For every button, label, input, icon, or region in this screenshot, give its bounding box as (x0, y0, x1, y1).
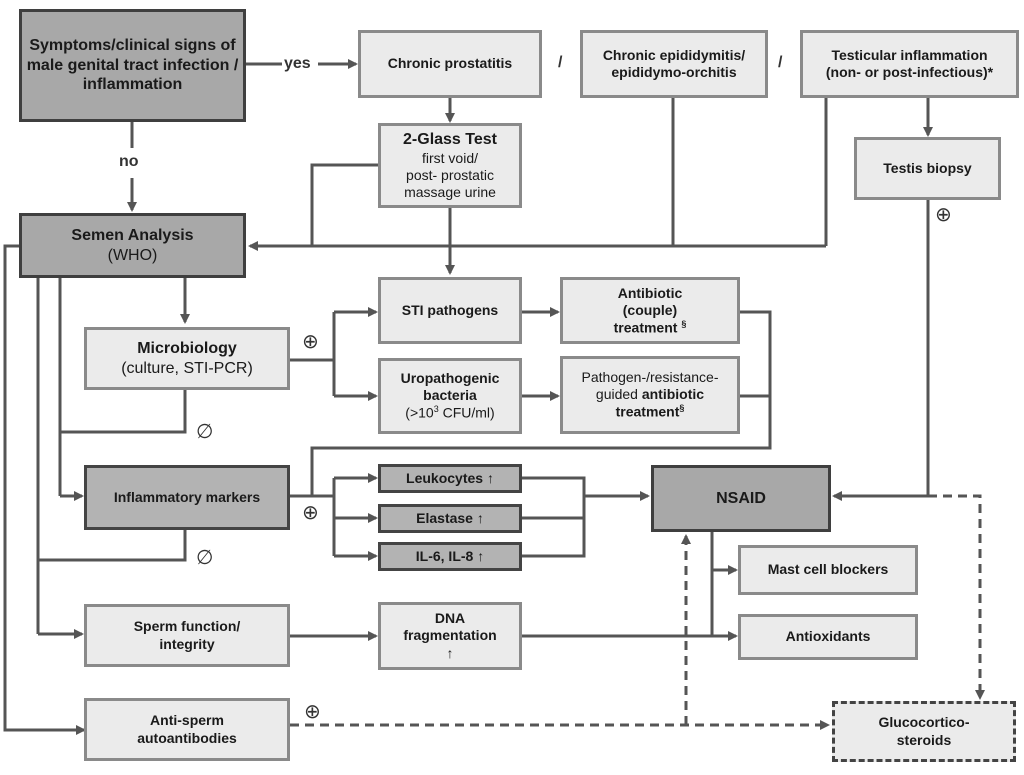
antioxidants-label: Antioxidants (785, 628, 871, 645)
pathogen-guided-pre: guided (595, 386, 642, 403)
chronic-prostatitis-box: Chronic prostatitis (358, 30, 542, 98)
plus-inflammatory: ⊕ (302, 502, 319, 524)
testicular-inflammation-line1: Testicular inflammation (831, 46, 988, 63)
microbiology-title: Microbiology (137, 339, 237, 357)
slash-1: / (558, 54, 563, 71)
anti-sperm-box: Anti-sperm autoantibodies (84, 698, 290, 761)
two-glass-test-box: 2-Glass Test first void/ post- prostatic… (378, 123, 522, 208)
glucocorticosteroids-line2: steroids (896, 731, 952, 748)
pathogen-guided-line1: Pathogen-/resistance- (581, 369, 719, 386)
sperm-function-box: Sperm function/ integrity (84, 604, 290, 667)
anti-sperm-line2: autoantibodies (137, 729, 237, 746)
no-label: no (119, 153, 139, 170)
microbiology-box: Microbiology (culture, STI-PCR) (84, 327, 290, 390)
chronic-epididymitis-box: Chronic epididymitis/ epididymo-orchitis (580, 30, 768, 98)
inflammatory-markers-box: Inflammatory markers (84, 465, 290, 530)
nsaid-box: NSAID (651, 465, 831, 532)
two-glass-line3: massage urine (404, 183, 496, 200)
il6-il8-label: IL-6, IL-8 ↑ (415, 547, 485, 564)
testis-biopsy-box: Testis biopsy (854, 137, 1001, 200)
semen-analysis-box: Semen Analysis (WHO) (19, 213, 246, 278)
sperm-function-line1: Sperm function/ (133, 618, 241, 635)
connector-line (60, 390, 187, 434)
two-glass-line1: first void/ (421, 149, 478, 166)
section-sign: § (681, 318, 687, 329)
leukocytes-box: Leukocytes ↑ (378, 464, 522, 493)
semen-analysis-sub: (WHO) (107, 246, 158, 264)
symptoms-line1: Symptoms/clinical signs of (29, 37, 236, 55)
testicular-inflammation-box: Testicular inflammation (non- or post-in… (800, 30, 1019, 98)
uropathogenic-sub: (>103 CFU/ml) (405, 404, 494, 422)
connector-line (310, 163, 378, 246)
antibiotic-couple-line1: Antibiotic (617, 284, 683, 301)
il6-il8-box: IL-6, IL-8 ↑ (378, 542, 522, 571)
pathogen-guided-line3: treatment§ (616, 403, 685, 421)
sti-pathogens-box: STI pathogens (378, 277, 522, 344)
uro-sub-sup: 3 (433, 404, 439, 415)
uropathogenic-box: Uropathogenic bacteria (>103 CFU/ml) (378, 358, 522, 434)
mast-cell-blockers-label: Mast cell blockers (767, 561, 889, 578)
empty-microbiology: ∅ (196, 421, 214, 443)
antibiotic-couple-line3: treatment § (614, 319, 687, 337)
elastase-box: Elastase ↑ (378, 504, 522, 533)
microbiology-sub: (culture, STI-PCR) (121, 359, 253, 377)
antibiotic-couple-treatment: treatment (613, 319, 678, 336)
uropathogenic-line1: Uropathogenic (400, 370, 500, 387)
connector-line (310, 310, 772, 496)
connector-line (38, 530, 187, 562)
uro-sub-post: CFU/ml) (438, 404, 495, 421)
symptoms-box: Symptoms/clinical signs of male genital … (19, 9, 246, 122)
chronic-prostatitis-label: Chronic prostatitis (387, 55, 513, 72)
semen-analysis-title: Semen Analysis (71, 226, 194, 244)
glucocorticosteroids-line1: Glucocortico- (878, 714, 970, 731)
anti-sperm-line1: Anti-sperm (150, 712, 224, 729)
inflammatory-markers-label: Inflammatory markers (113, 488, 261, 505)
antibiotic-couple-box: Antibiotic (couple) treatment § (560, 277, 740, 344)
glucocorticosteroids-box: Glucocortico- steroids (832, 701, 1016, 762)
testis-biopsy-label: Testis biopsy (883, 159, 972, 176)
pathogen-guided-treatment: treatment (615, 403, 680, 420)
chronic-epididymitis-line1: Chronic epididymitis/ (602, 46, 746, 63)
plus-microbiology: ⊕ (302, 331, 319, 353)
dna-fragmentation-line2: fragmentation (403, 627, 497, 644)
yes-label: yes (284, 55, 311, 72)
pathogen-guided-line2: guided antibiotic (596, 386, 704, 403)
dna-fragmentation-line1: DNA (434, 610, 466, 627)
nsaid-label: NSAID (716, 489, 766, 507)
empty-inflammatory: ∅ (196, 547, 214, 569)
connector-line (3, 244, 82, 732)
uropathogenic-line2: bacteria (423, 387, 477, 404)
elastase-label: Elastase ↑ (416, 509, 484, 526)
slash-2: / (778, 54, 783, 71)
testicular-inflammation-line2: (non- or post-infectious)* (825, 64, 994, 80)
plus-biopsy: ⊕ (935, 204, 952, 226)
dashed-arrow-to-gluco (928, 494, 985, 700)
section-sign: § (679, 403, 685, 414)
mast-cell-blockers-box: Mast cell blockers (738, 545, 918, 595)
chronic-epididymitis-line2: epididymo-orchitis (611, 64, 737, 80)
antioxidants-box: Antioxidants (738, 614, 918, 660)
symptoms-line2: male genital tract infection / (26, 56, 239, 74)
sti-pathogens-label: STI pathogens (401, 301, 499, 318)
two-glass-title: 2-Glass Test (403, 131, 497, 149)
plus-antisperm: ⊕ (304, 701, 321, 723)
dna-fragmentation-line3: ↑ (446, 644, 454, 661)
pathogen-guided-box: Pathogen-/resistance- guided antibiotic … (560, 356, 740, 434)
pathogen-guided-bold: antibiotic (641, 386, 705, 403)
dna-fragmentation-box: DNA fragmentation ↑ (378, 602, 522, 670)
antibiotic-couple-line2: (couple) (622, 301, 678, 318)
sperm-function-line2: integrity (159, 635, 215, 652)
symptoms-line3: inflammation (82, 76, 183, 94)
two-glass-line2: post- prostatic (406, 166, 494, 183)
uro-sub-pre: (>10 (405, 404, 434, 421)
leukocytes-label: Leukocytes ↑ (406, 469, 494, 486)
